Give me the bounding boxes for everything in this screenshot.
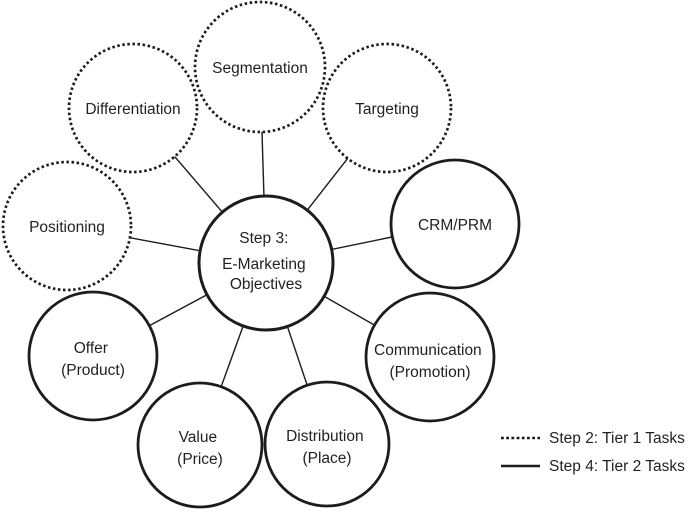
legend-item-tier1: Step 2: Tier 1 Tasks [501,430,685,447]
segmentation-circle [193,0,327,134]
distribution-line1: Distribution [286,428,364,445]
center-line2: E-Marketing [222,256,306,273]
center-line1: Step 3: [239,230,288,247]
legend: Step 2: Tier 1 Tasks Step 4: Tier 2 Task… [501,430,685,475]
communication-promotion-label: Communication (Promotion) [374,342,486,381]
offer-line1: Offer [74,340,108,357]
distribution-line2: (Place) [302,450,351,467]
value-price-label: Value (Price) [177,429,223,468]
legend-item-tier2: Step 4: Tier 2 Tasks [501,458,685,475]
node-value-price: Value (Price) [136,381,264,509]
communication-promotion-circle [364,291,496,423]
distribution-place-label: Distribution (Place) [286,428,368,467]
node-communication-promotion: Communication (Promotion) [364,291,496,423]
node-differentiation: Differentiation [67,42,199,174]
value-line1: Value [179,429,218,446]
positioning-label: Positioning [29,219,105,236]
communication-line2: (Promotion) [390,364,471,381]
node-center-objectives: Step 3: E-Marketing Objectives [197,194,335,332]
offer-product-circle [27,290,159,422]
offer-line2: (Product) [61,362,125,379]
center-line3: Objectives [230,276,303,293]
node-distribution-place: Distribution (Place) [263,380,391,508]
distribution-place-circle [263,380,391,508]
center-objectives-circle [197,194,335,332]
node-positioning: Positioning [1,160,133,292]
differentiation-label: Differentiation [85,101,180,118]
value-line2: (Price) [177,451,223,468]
positioning-circle [1,160,133,292]
targeting-circle [321,42,453,174]
segmentation-label: Segmentation [212,60,308,77]
communication-line1: Communication [374,342,482,359]
targeting-label: Targeting [355,101,419,118]
legend-tier2-label: Step 4: Tier 2 Tasks [549,458,685,475]
offer-product-label: Offer (Product) [61,340,125,379]
node-crm-prm: CRM/PRM [389,158,521,290]
crm-prm-circle [389,158,521,290]
node-segmentation: Segmentation [193,0,327,134]
node-offer-product: Offer (Product) [27,290,159,422]
center-objectives-label: Step 3: E-Marketing Objectives [222,230,310,293]
node-targeting: Targeting [321,42,453,174]
value-price-circle [136,381,264,509]
legend-tier1-label: Step 2: Tier 1 Tasks [549,430,685,447]
crm-prm-label: CRM/PRM [418,217,492,234]
differentiation-circle [67,42,199,174]
